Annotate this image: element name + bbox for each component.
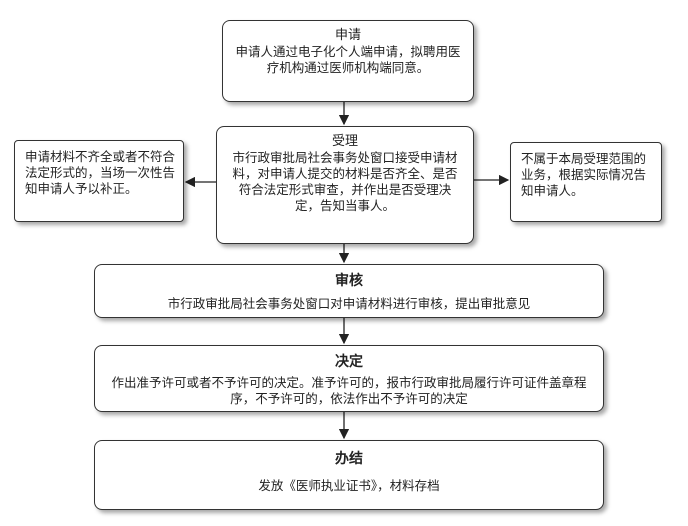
finish-text: 发放《医师执业证书》，材料存档 <box>258 478 440 493</box>
review-text: 市行政审批局社会事务处窗口对申请材料进行审核，提出审批意见 <box>167 296 531 311</box>
finish-box: 办结 发放《医师执业证书》，材料存档 <box>94 440 604 510</box>
accept-text: 市行政审批局社会事务处窗口接受申请材料，对申请人提交的材料是否齐全、是否符合法定… <box>232 150 458 213</box>
apply-box: 申请 申请人通过电子化个人端申请，拟聘用医疗机构通过医师机构端同意。 <box>222 20 474 102</box>
accept-title: 受理 <box>331 134 358 149</box>
apply-text: 申请人通过电子化个人端申请，拟聘用医疗机构通过医师机构端同意。 <box>235 44 461 75</box>
decide-title: 决定 <box>335 354 363 370</box>
accept-box: 受理 市行政审批局社会事务处窗口接受申请材料，对申请人提交的材料是否齐全、是否符… <box>216 126 474 244</box>
finish-title: 办结 <box>335 451 363 467</box>
apply-title: 申请 <box>334 28 361 43</box>
right-note-box: 不属于本局受理范围的业务，根据实际情况告知申请人。 <box>510 142 662 222</box>
review-title: 审核 <box>335 273 363 289</box>
decide-text: 作出准予许可或者不予许可的决定。准予许可的，报市行政审批局履行许可证件盖章程序，… <box>111 375 587 406</box>
left-note-text: 申请材料不齐全或者不符合法定形式的，当场一次性告知申请人予以补正。 <box>25 149 176 196</box>
right-note-text: 不属于本局受理范围的业务，根据实际情况告知申请人。 <box>521 151 647 198</box>
review-box: 审核 市行政审批局社会事务处窗口对申请材料进行审核，提出审批意见 <box>94 264 604 318</box>
left-note-box: 申请材料不齐全或者不符合法定形式的，当场一次性告知申请人予以补正。 <box>14 140 184 222</box>
decide-box: 决定 作出准予许可或者不予许可的决定。准予许可的，报市行政审批局履行许可证件盖章… <box>94 345 604 412</box>
